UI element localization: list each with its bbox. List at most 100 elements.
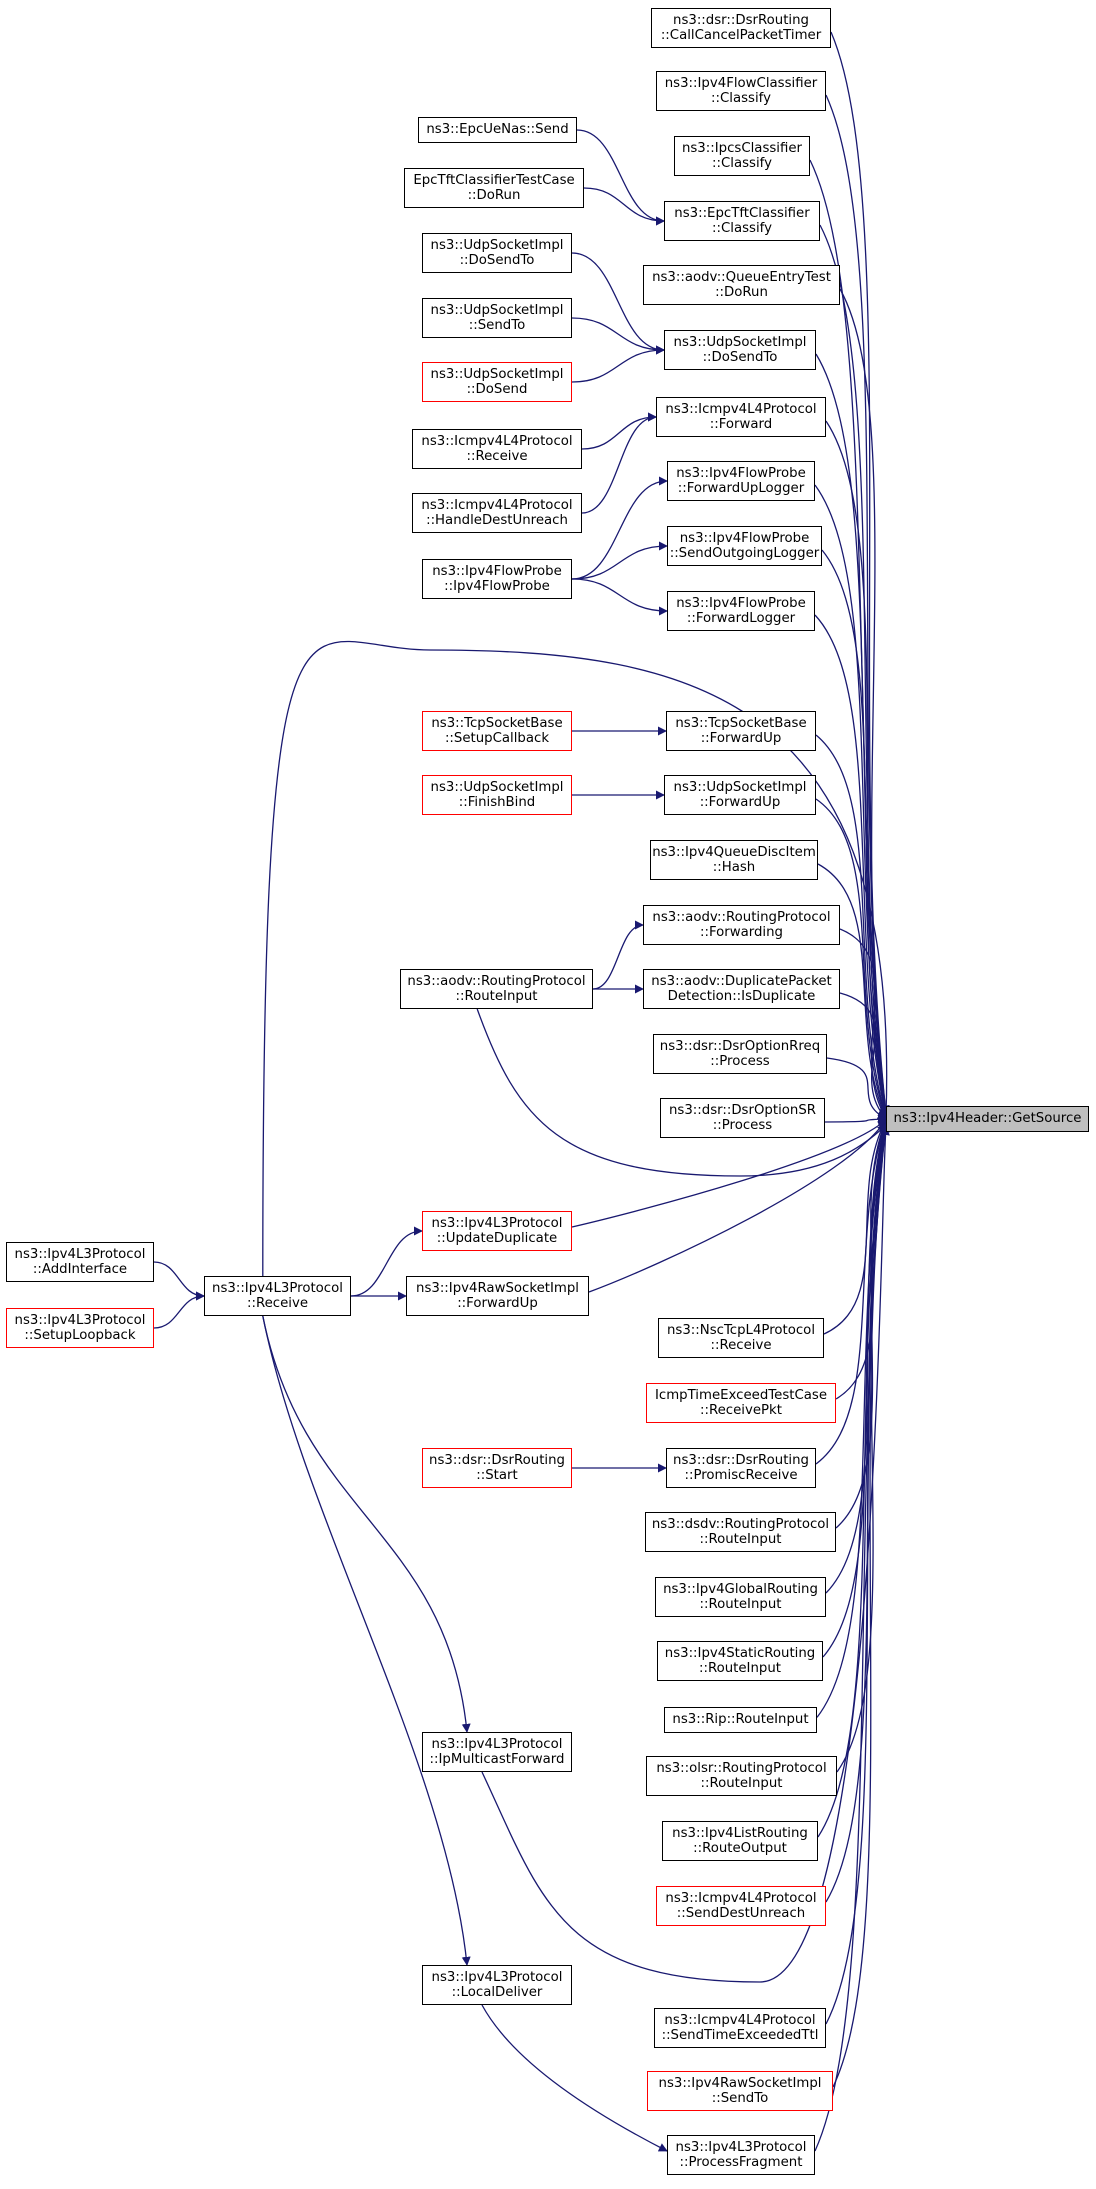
node-ns3-ipv4queuediscitem-hash[interactable]: ns3::Ipv4QueueDiscItem::Hash: [650, 840, 818, 880]
edge-epcuenas_send-to-epctft_classify: [576, 129, 665, 226]
node-label-line: ::ForwardLogger: [686, 611, 796, 626]
node-label-line: ::SendTo: [711, 2091, 769, 2106]
node-label-line: ns3::Icmpv4L4Protocol: [664, 2012, 816, 2028]
node-ns3-dsr-dsroptionrreq-process[interactable]: ns3::dsr::DsrOptionRreq::Process: [653, 1034, 827, 1074]
node-label-line: ns3::Icmpv4L4Protocol: [421, 433, 573, 449]
node-ns3-ipv4flowprobe-ipv4flowprobe[interactable]: ns3::Ipv4FlowProbe::Ipv4FlowProbe: [422, 559, 572, 599]
node-ns3-ipv4l3protocol-ipmulticastforward[interactable]: ns3::Ipv4L3Protocol::IpMulticastForward: [422, 1732, 572, 1772]
node-epctftclassifiertestcase-dorun[interactable]: EpcTftClassifierTestCase::DoRun: [404, 168, 584, 208]
edge-l3_receive-to-l3_updatedup: [350, 1226, 423, 1297]
node-ns3-icmpv4l4protocol-senddestunreach[interactable]: ns3::Icmpv4L4Protocol::SendDestUnreach: [656, 1886, 826, 1926]
node-label-line: ns3::Ipv4L3Protocol: [675, 2139, 807, 2155]
edge-udp_fwdup-to-focus: [815, 798, 888, 1119]
node-label-line: ::RouteInput: [699, 1661, 781, 1676]
node-ns3-ipv4l3protocol-processfragment[interactable]: ns3::Ipv4L3Protocol::ProcessFragment: [667, 2135, 815, 2175]
node-label-line: ns3::NscTcpL4Protocol: [666, 1322, 816, 1338]
node-ns3-ipcsclassifier-classify[interactable]: ns3::IpcsClassifier::Classify: [674, 136, 810, 176]
node-ns3-dsdv-routingprotocol-routeinput[interactable]: ns3::dsdv::RoutingProtocol::RouteInput: [645, 1512, 836, 1552]
edge-l3_processfrag-to-focus: [814, 1123, 890, 2152]
node-ns3-tcpsocketbase-setupcallback[interactable]: ns3::TcpSocketBase::SetupCallback: [422, 711, 572, 751]
node-label-line: ns3::IpcsClassifier: [681, 140, 803, 156]
node-label-line: ::Forward: [709, 417, 773, 432]
node-ns3-udpsocketimpl-dosend[interactable]: ns3::UdpSocketImpl::DoSend: [422, 362, 572, 402]
node-ns3-ipv4flowclassifier-classify[interactable]: ns3::Ipv4FlowClassifier::Classify: [656, 71, 826, 111]
node-ns3-ipv4flowprobe-forwarduplogger[interactable]: ns3::Ipv4FlowProbe::ForwardUpLogger: [667, 461, 815, 501]
node-ns3-dsr-dsrrouting-promiscreceive[interactable]: ns3::dsr::DsrRouting::PromiscReceive: [666, 1448, 816, 1488]
node-ns3-ipv4l3protocol-receive[interactable]: ns3::Ipv4L3Protocol::Receive: [204, 1276, 351, 1316]
node-ns3-epctftclassifier-classify[interactable]: ns3::EpcTftClassifier::Classify: [664, 201, 820, 241]
node-label-line: ns3::Ipv4QueueDiscItem: [652, 844, 816, 860]
node-icmptimeexceedtestcase-receivepkt[interactable]: IcmpTimeExceedTestCase::ReceivePkt: [646, 1383, 836, 1423]
node-label-line: ::Forwarding: [700, 925, 783, 940]
node-ns3-dsr-dsrrouting-start[interactable]: ns3::dsr::DsrRouting::Start: [422, 1448, 572, 1488]
node-ns3-ipv4staticrouting-routeinput[interactable]: ns3::Ipv4StaticRouting::RouteInput: [657, 1641, 823, 1681]
node-ns3-aodv-routingprotocol-forwarding[interactable]: ns3::aodv::RoutingProtocol::Forwarding: [643, 905, 840, 945]
node-ns3-ipv4globalrouting-routeinput[interactable]: ns3::Ipv4GlobalRouting::RouteInput: [655, 1577, 826, 1617]
node-ns3-udpsocketimpl-forwardup[interactable]: ns3::UdpSocketImpl::ForwardUp: [664, 775, 816, 815]
edge-aodv_forwarding-to-focus: [839, 928, 887, 1119]
node-ns3-ipv4l3protocol-setuploopback[interactable]: ns3::Ipv4L3Protocol::SetupLoopback: [6, 1308, 154, 1348]
node-ns3-ipv4l3protocol-updateduplicate[interactable]: ns3::Ipv4L3Protocol::UpdateDuplicate: [422, 1211, 572, 1251]
node-label-line: ns3::aodv::RoutingProtocol: [407, 973, 586, 989]
node-ns3-epcuenas-send[interactable]: ns3::EpcUeNas::Send: [418, 117, 577, 143]
node-label-line: ::Process: [712, 1118, 773, 1133]
edge-rip_routeinput-to-focus: [816, 1121, 889, 1718]
node-label-line: ::AddInterface: [32, 1262, 128, 1277]
node-ns3-udpsocketimpl-finishbind[interactable]: ns3::UdpSocketImpl::FinishBind: [422, 775, 572, 815]
node-label-line: ns3::EpcTftClassifier: [674, 205, 810, 221]
node-ns3-icmpv4l4protocol-receive[interactable]: ns3::Icmpv4L4Protocol::Receive: [412, 429, 582, 469]
node-ns3-udpsocketimpl-dosendto[interactable]: ns3::UdpSocketImpl::DoSendTo: [664, 330, 816, 370]
node-label-line: ::SendDestUnreach: [676, 1906, 806, 1921]
node-ns3-icmpv4l4protocol-sendtimeexceededttl[interactable]: ns3::Icmpv4L4Protocol::SendTimeExceededT…: [654, 2008, 826, 2048]
node-label-line: ::Process: [710, 1054, 770, 1069]
node-ns3-ipv4flowprobe-forwardlogger[interactable]: ns3::Ipv4FlowProbe::ForwardLogger: [667, 591, 815, 631]
node-label-line: ::DoSendTo: [702, 350, 778, 365]
node-ns3-ipv4listrouting-routeoutput[interactable]: ns3::Ipv4ListRouting::RouteOutput: [662, 1821, 818, 1861]
node-label-line: ::ForwardUp: [457, 1296, 538, 1311]
node-label-line: ns3::aodv::DuplicatePacket: [651, 973, 832, 989]
node-label-line: ns3::Icmpv4L4Protocol: [665, 401, 817, 417]
node-ns3-aodv-routingprotocol-routeinput[interactable]: ns3::aodv::RoutingProtocol::RouteInput: [400, 969, 593, 1009]
node-label-line: ::Classify: [711, 91, 771, 106]
node-ns3-icmpv4l4protocol-handledestunreach[interactable]: ns3::Icmpv4L4Protocol::HandleDestUnreach: [412, 493, 582, 533]
node-label-line: ::DoRun: [715, 285, 768, 300]
node-ns3-ipv4flowprobe-sendoutgoinglogger[interactable]: ns3::Ipv4FlowProbe::SendOutgoingLogger: [667, 526, 822, 566]
node-ns3-icmpv4l4protocol-forward[interactable]: ns3::Icmpv4L4Protocol::Forward: [656, 397, 826, 437]
edge-tcp_fwdup-to-focus: [815, 734, 888, 1118]
node-ns3-dsr-dsroptionsr-process[interactable]: ns3::dsr::DsrOptionSR::Process: [660, 1098, 825, 1138]
edge-udp_dosend-to-udp_dosendto: [571, 345, 665, 383]
edge-udp_sendto-to-udp_dosendto: [571, 317, 665, 355]
node-ns3-aodv-queueentrytest-dorun[interactable]: ns3::aodv::QueueEntryTest::DoRun: [643, 265, 840, 305]
node-label-line: ::ReceivePkt: [700, 1403, 782, 1418]
node-label-line: ns3::Ipv4Header::GetSource: [893, 1111, 1082, 1127]
node-label-line: ns3::Icmpv4L4Protocol: [665, 1890, 817, 1906]
node-label-line: ns3::Ipv4RawSocketImpl: [416, 1280, 579, 1296]
edge-flowprobe_ctor-to-flowprobe_fwdup: [571, 476, 668, 580]
node-ns3-udpsocketimpl-dosendto[interactable]: ns3::UdpSocketImpl::DoSendTo: [422, 233, 572, 273]
node-label-line: ::Receive: [246, 1296, 309, 1311]
node-ns3-dsr-dsrrouting-callcancelpackettimer[interactable]: ns3::dsr::DsrRouting::CallCancelPacketTi…: [651, 8, 831, 48]
node-label-line: ::PromiscReceive: [684, 1468, 798, 1483]
node-ns3-tcpsocketbase-forwardup[interactable]: ns3::TcpSocketBase::ForwardUp: [666, 711, 816, 751]
node-label-line: ::RouteInput: [699, 1532, 782, 1547]
node-label-line: ns3::Ipv4FlowProbe: [432, 563, 562, 579]
node-ns3-olsr-routingprotocol-routeinput[interactable]: ns3::olsr::RoutingProtocol::RouteInput: [646, 1756, 837, 1796]
node-ns3-udpsocketimpl-sendto[interactable]: ns3::UdpSocketImpl::SendTo: [422, 298, 572, 338]
edge-rawsock_fwdup-to-focus: [588, 1119, 887, 1293]
node-ns3-ipv4rawsocketimpl-sendto[interactable]: ns3::Ipv4RawSocketImpl::SendTo: [647, 2071, 833, 2111]
node-ns3-ipv4l3protocol-localdeliver[interactable]: ns3::Ipv4L3Protocol::LocalDeliver: [422, 1965, 572, 2005]
node-ns3-rip-routeinput[interactable]: ns3::Rip::RouteInput: [664, 1707, 817, 1733]
node-label-line: ::ForwardUp: [699, 795, 781, 810]
node-ns3-ipv4l3protocol-addinterface[interactable]: ns3::Ipv4L3Protocol::AddInterface: [6, 1242, 154, 1282]
node-ns3-nsctcpl4protocol-receive[interactable]: ns3::NscTcpL4Protocol::Receive: [658, 1318, 824, 1358]
edge-dsr_sr-to-focus: [824, 1114, 887, 1124]
node-label-line: ::CallCancelPacketTimer: [660, 28, 822, 43]
node-label-line: ns3::Icmpv4L4Protocol: [421, 497, 573, 513]
node-label-line: ns3::Ipv4FlowClassifier: [664, 75, 818, 91]
node-ns3-ipv4rawsocketimpl-forwardup[interactable]: ns3::Ipv4RawSocketImpl::ForwardUp: [406, 1276, 589, 1316]
node-label-line: ::Classify: [712, 221, 772, 236]
edge-dsr_cancel-to-focus: [830, 31, 890, 1115]
node-label-line: ::SendTimeExceededTtl: [661, 2028, 819, 2043]
